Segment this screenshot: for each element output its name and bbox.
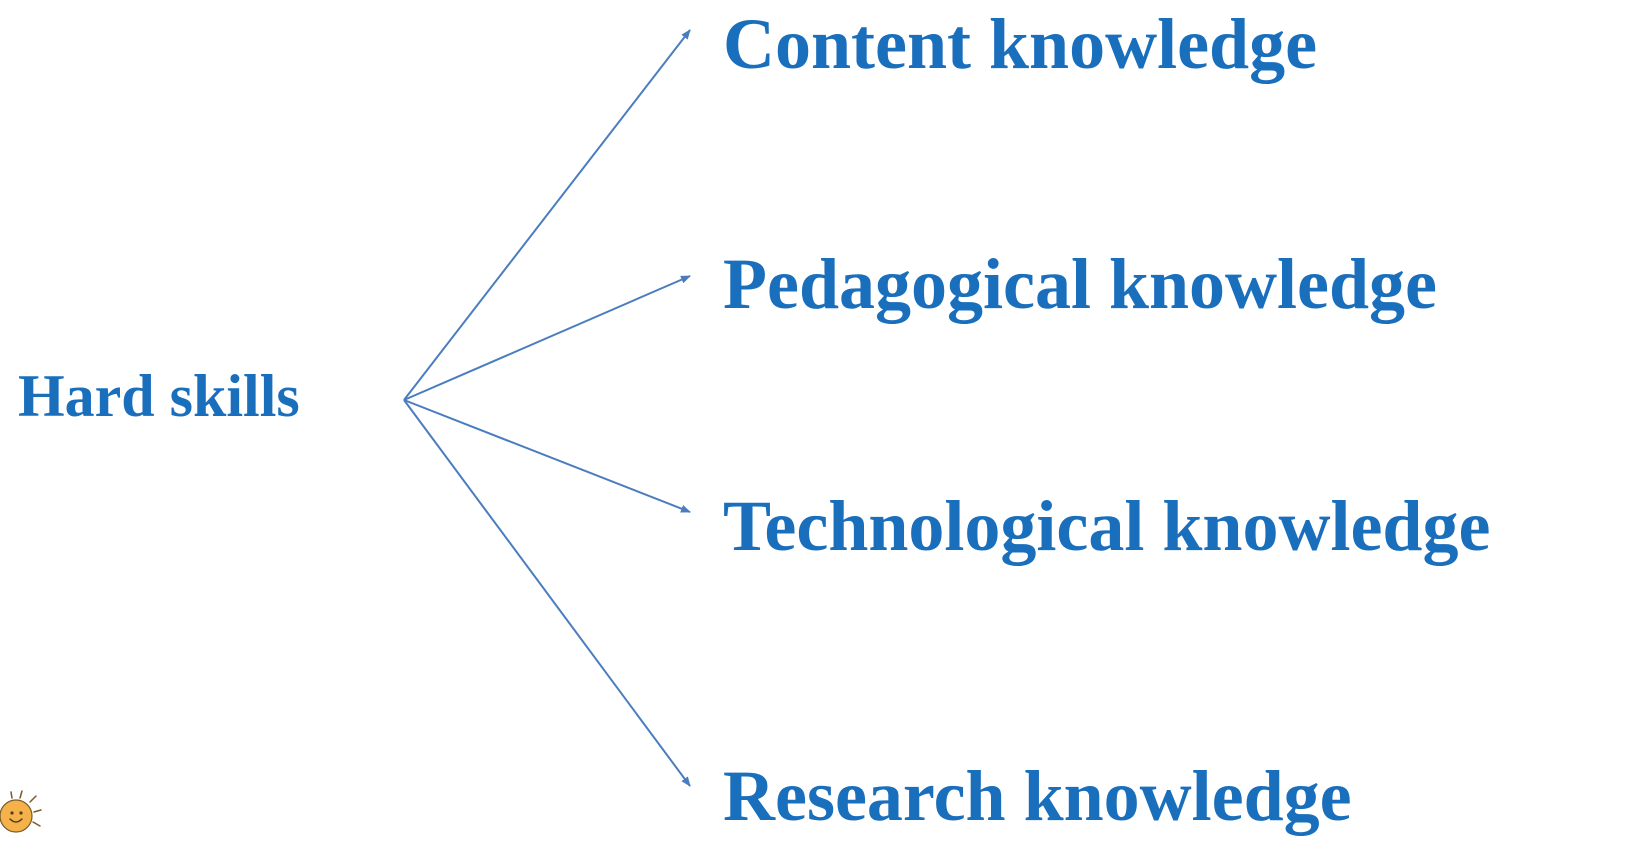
root-node-hard-skills: Hard skills (18, 363, 300, 429)
branch-node-technological-knowledge: Technological knowledge (723, 486, 1491, 566)
arrow-to-technological-knowledge (403, 399, 691, 513)
branch-node-content-knowledge: Content knowledge (723, 4, 1318, 84)
arrow-to-content-knowledge (403, 29, 691, 401)
arrow-to-research-knowledge (403, 399, 691, 787)
branch-node-pedagogical-knowledge: Pedagogical knowledge (723, 244, 1437, 324)
branch-node-research-knowledge: Research knowledge (723, 756, 1352, 836)
smiling-sun-icon (0, 790, 42, 833)
arrow-to-pedagogical-knowledge (403, 275, 691, 401)
